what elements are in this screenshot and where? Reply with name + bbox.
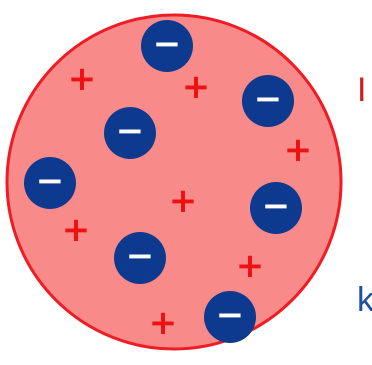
positive-charge: + — [284, 130, 313, 170]
electron: − — [250, 182, 302, 234]
electron-sign: − — [262, 186, 291, 226]
electron-sign: − — [126, 236, 155, 276]
electron: − — [104, 107, 156, 159]
edge-text-top: I — [357, 71, 366, 109]
electron-sign: − — [36, 161, 65, 201]
positive-charge: + — [169, 181, 198, 221]
electron: − — [242, 75, 294, 127]
electron: − — [141, 20, 193, 72]
positive-charge: + — [149, 303, 178, 343]
electron-sign: − — [216, 295, 245, 335]
edge-text-bottom: k — [357, 281, 372, 319]
electron-sign: − — [254, 79, 283, 119]
positive-charge: + — [68, 59, 97, 99]
electron-sign: − — [153, 24, 182, 64]
electron: − — [24, 157, 76, 209]
positive-charge: + — [236, 246, 265, 286]
electron-sign: − — [116, 111, 145, 151]
positive-charge: + — [62, 210, 91, 250]
electron: − — [204, 291, 256, 343]
positive-charge: + — [182, 67, 211, 107]
electron: − — [114, 232, 166, 284]
